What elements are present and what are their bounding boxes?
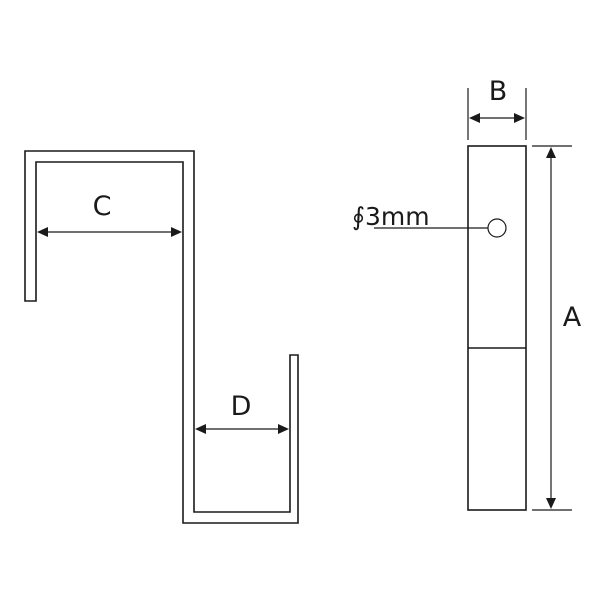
dimension-a: A bbox=[532, 145, 582, 511]
dimension-c-label: C bbox=[93, 191, 112, 222]
mounting-hole bbox=[487, 218, 507, 238]
dimension-a-arrow-bottom bbox=[546, 498, 556, 509]
dimension-c-arrow-left bbox=[37, 227, 48, 237]
dimension-b-arrow-left bbox=[469, 113, 480, 123]
dimension-d-arrow-left bbox=[195, 424, 206, 434]
dimension-b-label: B bbox=[489, 76, 508, 107]
dimension-b: B bbox=[467, 76, 527, 140]
dimension-a-label: A bbox=[563, 302, 582, 333]
dimension-b-arrow-right bbox=[514, 113, 525, 123]
dimension-d: D bbox=[195, 391, 289, 434]
hook-side-profile bbox=[24, 150, 299, 524]
dimension-c-arrow-right bbox=[171, 227, 182, 237]
dimension-a-arrow-top bbox=[546, 147, 556, 158]
dimension-d-arrow-right bbox=[278, 424, 289, 434]
dimension-c: C bbox=[37, 191, 182, 237]
hook-front-view bbox=[467, 145, 527, 511]
hole-diameter-label: ∮3mm bbox=[352, 202, 430, 231]
dimension-d-label: D bbox=[231, 391, 252, 422]
